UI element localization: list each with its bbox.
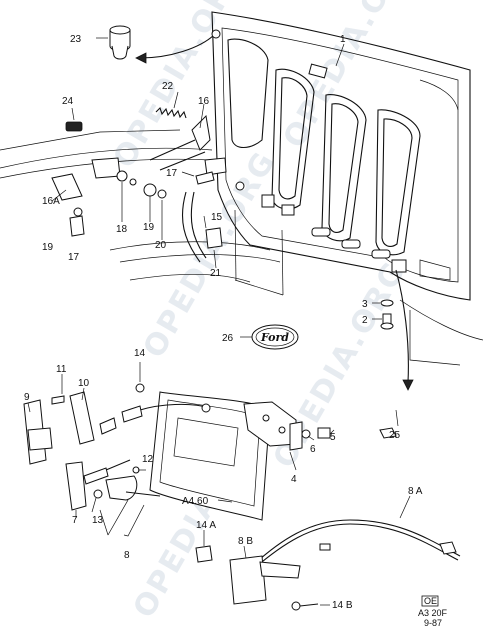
callout-7: 7: [72, 515, 78, 526]
ford-logo-text: Ford: [260, 331, 289, 344]
release-handle-parts: [23, 391, 161, 511]
ford-emblem: Ford: [251, 324, 299, 350]
callout-10: 10: [78, 378, 90, 389]
callout-23: 23: [70, 34, 82, 45]
watermark-top-center: OPEDIA.ORG: [107, 0, 254, 174]
callout-17b: 17: [68, 252, 80, 263]
callout-14: 14: [134, 348, 146, 359]
callout-14b: 14 B: [332, 600, 353, 611]
callout-16: 16: [198, 96, 210, 107]
callout-a460: A4.60: [182, 496, 209, 507]
callout-14a: 14 A: [196, 520, 216, 531]
callout-4: 4: [291, 474, 297, 485]
callout-3: 3: [362, 299, 368, 310]
cable-route-arrow: [395, 269, 414, 391]
callout-8a: 8 A: [408, 486, 423, 497]
callout-5: 5: [330, 432, 336, 443]
leader-lines: [27, 37, 411, 606]
hinge-assembly: [51, 114, 245, 263]
corner-box-date: 9-87: [424, 618, 442, 628]
latch-assembly: [99, 383, 331, 521]
watermark-layer: OPEDIA.ORG OPEDIA.ORG OPEDIA.ORG OPEDIA.…: [107, 0, 424, 624]
bump-stop-part: [109, 25, 131, 60]
callout-20: 20: [155, 240, 167, 251]
callout-11: 11: [56, 364, 67, 375]
watermark-top-right: OPEDIA.ORG: [277, 0, 424, 154]
corner-box-label: OE: [424, 596, 437, 606]
callout-25: 25: [389, 430, 401, 441]
rubber-pad-part: [65, 121, 83, 132]
callout-1: 1: [340, 34, 346, 45]
callout-12: 12: [142, 454, 154, 465]
callout-2: 2: [362, 315, 368, 326]
callout-18: 18: [116, 224, 128, 235]
hinge-spring-part: [155, 106, 187, 119]
callout-8b: 8 B: [238, 536, 253, 547]
callout-13: 13: [92, 515, 104, 526]
callout-19: 19: [143, 222, 155, 233]
callout-22: 22: [162, 81, 174, 92]
callout-8: 8: [124, 550, 130, 561]
callout-15: 15: [211, 212, 223, 223]
callout-24: 24: [62, 96, 74, 107]
corner-reference-box: OE A3 20F 9-87: [418, 595, 448, 628]
bonnet-panel: [0, 11, 483, 366]
callout-6: 6: [310, 444, 316, 455]
callout-17: 17: [166, 168, 178, 179]
corner-box-code: A3 20F: [418, 608, 448, 618]
release-cable-parts: [195, 427, 461, 611]
bonnet-hole-arrow: [135, 29, 221, 64]
callout-19b: 19: [42, 242, 54, 253]
callout-21: 21: [210, 268, 222, 279]
bolt-washer-parts: [380, 299, 394, 330]
callout-26: 26: [222, 333, 234, 344]
callout-labels: 1 23 22 24 16 17 16A 15 18 19 20 19 17 2…: [24, 34, 423, 611]
callout-16a: 16A: [42, 196, 60, 207]
callout-9: 9: [24, 392, 30, 403]
